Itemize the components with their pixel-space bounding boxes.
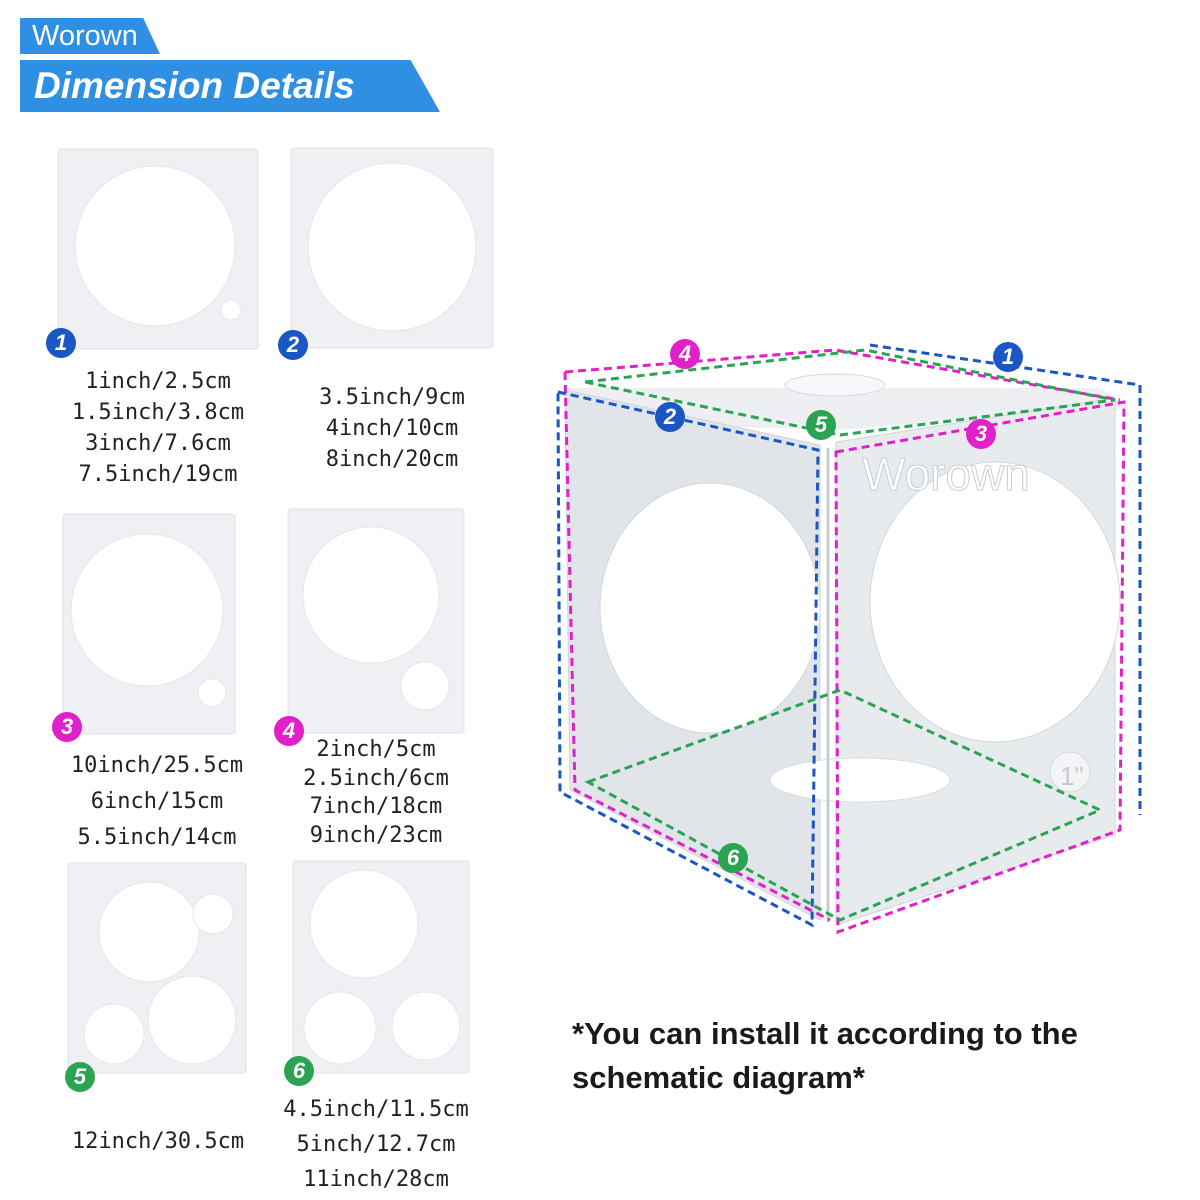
- panel-5-sizes: 12inch/30.5cm: [52, 1126, 264, 1157]
- panel-3-size: 5.5inch/14cm: [77, 825, 237, 850]
- cube-badge-1: 1: [993, 342, 1023, 372]
- install-note: *You can install it according to the sch…: [572, 1012, 1172, 1100]
- cube-badge-5: 5: [806, 410, 836, 440]
- panel-5-size: 12inch/30.5cm: [71, 1129, 245, 1154]
- panel-1-sizes: 1inch/2.5cm 1.5inch/3.8cm 3inch/7.6cm 7.…: [58, 366, 258, 490]
- panel-6-size: 5inch/12.7cm: [296, 1132, 456, 1157]
- page-title: Dimension Details: [34, 65, 355, 106]
- panel-5-badge: 5: [65, 1062, 95, 1092]
- panel-2-size: 3.5inch/9cm: [319, 385, 465, 410]
- cube-badge-6: 6: [718, 843, 748, 873]
- panel-3-sizes: 10inch/25.5cm 6inch/15cm 5.5inch/14cm: [52, 748, 262, 856]
- panel-4-image: [287, 508, 465, 734]
- panel-1-size: 3inch/7.6cm: [85, 431, 231, 456]
- panel-2-sizes: 3.5inch/9cm 4inch/10cm 8inch/20cm: [292, 382, 492, 475]
- panel-1-image: [57, 148, 259, 350]
- cube-badge-2: 2: [655, 402, 685, 432]
- brand-tag-background: [20, 18, 160, 54]
- title-banner-background: [20, 60, 440, 112]
- install-note-line: schematic diagram*: [572, 1060, 865, 1095]
- panel-6-image: [292, 860, 470, 1074]
- panel-2-size: 8inch/20cm: [325, 447, 459, 472]
- panel-2-badge: 2: [278, 330, 308, 360]
- panel-2-size: 4inch/10cm: [325, 416, 459, 441]
- panel-5-image: [67, 862, 247, 1074]
- panel-1-size: 1.5inch/3.8cm: [71, 400, 245, 425]
- panel-3-image: [62, 513, 236, 735]
- install-note-line: *You can install it according to the: [572, 1016, 1078, 1051]
- brand-name: Worown: [32, 20, 138, 52]
- panel-4-badge: 4: [274, 716, 304, 746]
- panel-3-badge: 3: [52, 712, 82, 742]
- panel-1-size: 1inch/2.5cm: [85, 369, 231, 394]
- cube-badge-3: 3: [966, 419, 996, 449]
- panel-3-size: 10inch/25.5cm: [70, 753, 244, 778]
- panel-1-size: 7.5inch/19cm: [78, 462, 238, 487]
- cube-mark-label: 1": [1060, 761, 1084, 791]
- panel-4-size: 7inch/18cm: [309, 794, 443, 819]
- panel-6-sizes: 4.5inch/11.5cm 5inch/12.7cm 11inch/28cm: [270, 1092, 482, 1197]
- panel-1-badge: 1: [46, 328, 76, 358]
- cube-schematic: 1" Worown: [556, 343, 1142, 935]
- panel-4-sizes: 2inch/5cm 2.5inch/6cm 7inch/18cm 9inch/2…: [276, 736, 476, 850]
- panel-3-size: 6inch/15cm: [90, 789, 224, 814]
- panel-4-size: 9inch/23cm: [309, 822, 443, 848]
- cube-brand: Worown: [862, 448, 1030, 500]
- panel-4-size: 2.5inch/6cm: [303, 765, 449, 791]
- panel-6-size: 4.5inch/11.5cm: [283, 1097, 469, 1122]
- brand-tag: Worown: [20, 18, 160, 54]
- panel-6-badge: 6: [284, 1056, 314, 1086]
- cube-badge-4: 4: [670, 339, 700, 369]
- title-banner: Dimension Details: [20, 60, 440, 112]
- panel-6-size: 11inch/28cm: [303, 1167, 449, 1192]
- panel-2-image: [290, 147, 494, 349]
- panel-4-size: 2inch/5cm: [316, 737, 436, 762]
